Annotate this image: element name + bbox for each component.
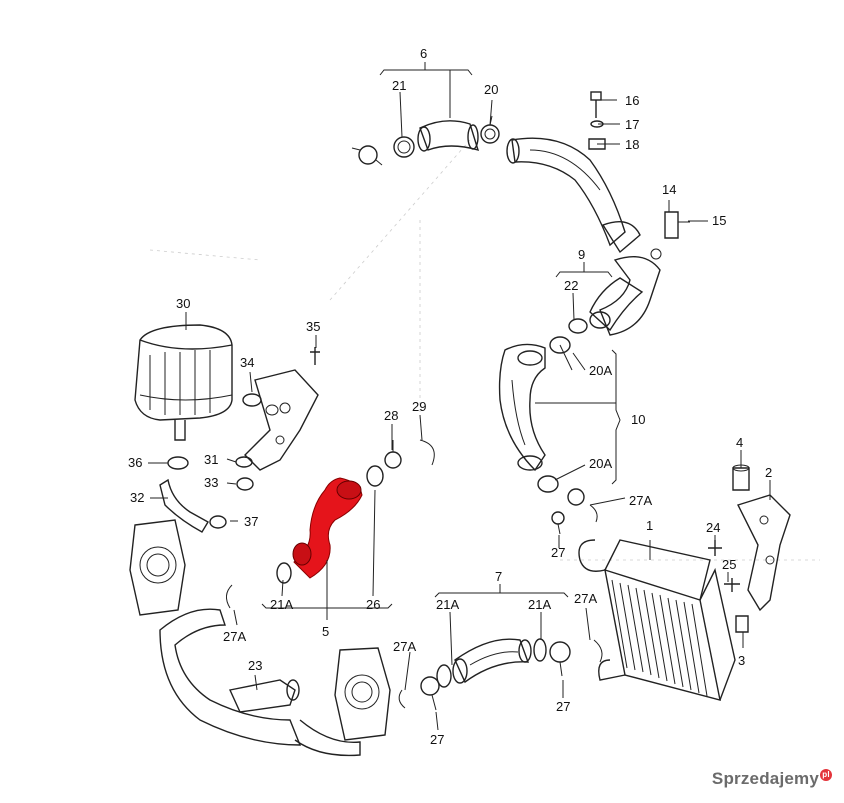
label-6: 6 (420, 46, 427, 61)
label-37: 37 (244, 514, 258, 529)
clamp-27A-left (226, 584, 233, 609)
label-27-bottom-left: 27 (430, 732, 444, 747)
label-20-top: 20 (484, 82, 498, 97)
clamp-left-top (351, 145, 383, 166)
manifold-flange-right (334, 647, 391, 741)
clamp-29 (419, 439, 435, 466)
label-15: 15 (712, 213, 726, 228)
label-2: 2 (765, 465, 772, 480)
label-32: 32 (130, 490, 144, 505)
clamp-21A-right-bottom (533, 638, 547, 662)
label-27A-bottom-left: 27A (393, 639, 416, 654)
mount-3 (735, 615, 749, 633)
label-35: 35 (306, 319, 320, 334)
grommet-33 (236, 477, 254, 491)
pipe-23 (159, 608, 361, 757)
label-4: 4 (736, 435, 743, 450)
clamp-27A-mid (567, 488, 598, 523)
clamp-20A-lower (537, 475, 559, 493)
washer-31 (235, 456, 253, 468)
sensor-14 (650, 211, 690, 260)
label-18: 18 (625, 137, 639, 152)
clamp-37 (209, 515, 227, 529)
label-17: 17 (625, 117, 639, 132)
clamp-27-mid (551, 511, 565, 535)
label-7: 7 (495, 569, 502, 584)
label-27-mid: 27 (551, 545, 565, 560)
label-36: 36 (128, 455, 142, 470)
watermark-text: Sprzedajemy (711, 769, 819, 788)
label-27A-left: 27A (223, 629, 246, 644)
label-29: 29 (412, 399, 426, 414)
label-20A-lower: 20A (589, 456, 612, 471)
hose-5-highlighted (292, 477, 363, 579)
label-21-top: 21 (392, 78, 406, 93)
construction-lines (149, 139, 820, 561)
label-9: 9 (578, 247, 585, 262)
clamp-27A-right-bottom (549, 641, 571, 677)
label-21A-hose: 21A (270, 597, 293, 612)
bolt-16 (590, 91, 602, 118)
bracket-2 (737, 494, 791, 612)
watermark-badge: pl (820, 769, 832, 781)
label-14: 14 (662, 182, 676, 197)
label-27A-bottom-right: 27A (574, 591, 597, 606)
label-23: 23 (248, 658, 262, 673)
label-31: 31 (204, 452, 218, 467)
label-33: 33 (204, 475, 218, 490)
label-28: 28 (384, 408, 398, 423)
manifold-flange-left (129, 519, 186, 616)
clamp-36 (167, 456, 189, 470)
label-27A-mid: 27A (629, 493, 652, 508)
part-labels: 6 21 20 16 17 18 14 15 9 22 20A 10 20A 2… (128, 46, 772, 747)
clamp-20A-upper (549, 336, 571, 354)
lower-pipe-7 (452, 638, 532, 684)
label-27-bottom-right: 27 (556, 699, 570, 714)
bolt-25 (724, 578, 740, 592)
grommet-18 (588, 138, 606, 150)
label-22: 22 (564, 278, 578, 293)
clamp-28 (384, 440, 402, 469)
clamp-21A-left (276, 562, 292, 584)
label-30: 30 (176, 296, 190, 311)
intercooler-1 (578, 539, 736, 701)
upper-intake-pipe (417, 120, 661, 336)
bolt-35 (310, 347, 320, 365)
label-20A-upper: 20A (589, 363, 612, 378)
label-21A-bottom-right: 21A (528, 597, 551, 612)
clamp-27A-left-bottom (420, 676, 440, 711)
clamp-27A-far (398, 639, 603, 709)
clamp-26 (366, 465, 384, 487)
pipe-9 (589, 277, 644, 332)
mount-4 (732, 464, 750, 491)
label-1: 1 (646, 518, 653, 533)
label-24: 24 (706, 520, 720, 535)
label-5: 5 (322, 624, 329, 639)
label-10: 10 (631, 412, 645, 427)
label-26: 26 (366, 597, 380, 612)
hose-32 (159, 478, 209, 533)
clamp-22 (568, 318, 588, 334)
label-21A-bottom-left: 21A (436, 597, 459, 612)
middle-hose-10 (498, 343, 546, 472)
label-25: 25 (722, 557, 736, 572)
grommet-34 (242, 393, 279, 416)
clamp-21-top (393, 136, 415, 158)
bracket-31 (244, 369, 319, 471)
label-34: 34 (240, 355, 254, 370)
clamp-21A-left-bottom (436, 664, 452, 688)
label-16: 16 (625, 93, 639, 108)
leader-lines (148, 62, 771, 731)
label-3: 3 (738, 653, 745, 668)
reservoir-30 (134, 324, 233, 441)
